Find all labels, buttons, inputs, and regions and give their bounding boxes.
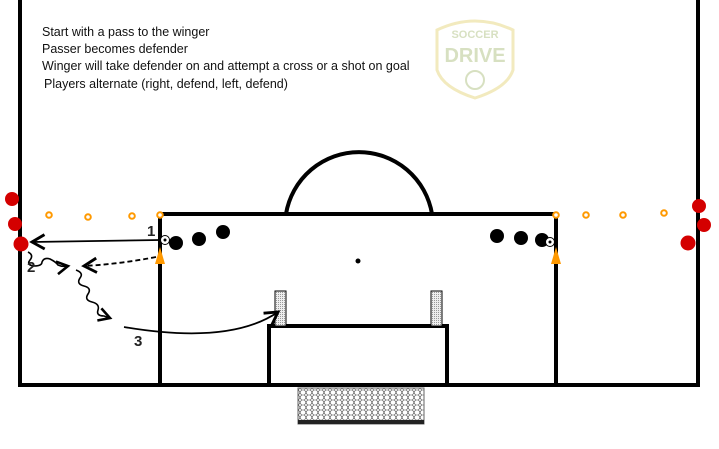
- goal-area: [267, 324, 449, 386]
- goal-net: [297, 387, 425, 425]
- right-post: [430, 290, 443, 327]
- instruction-line-1: Start with a pass to the winger: [42, 25, 210, 39]
- logo-text-soccer: SOCCER: [451, 29, 498, 41]
- step-2-label: 2: [27, 259, 35, 276]
- logo-text-drive: DRIVE: [444, 45, 505, 67]
- step-1-label: 1: [147, 223, 155, 240]
- left-post: [274, 290, 287, 327]
- passers: [169, 225, 549, 250]
- dribble-arrow-1: [27, 251, 71, 276]
- instruction-line-3: Winger will take defender on and attempt…: [42, 59, 410, 73]
- defender-run-arrow: [81, 256, 157, 274]
- ball-icon: [545, 237, 555, 247]
- field-lines: [18, 0, 700, 387]
- pass-arrow: [29, 233, 161, 251]
- soccer-drive-logo: SOCCER DRIVE: [435, 19, 515, 100]
- instruction-line-2: Passer becomes defender: [42, 42, 188, 56]
- instruction-line-4: Players alternate (right, defend, left, …: [44, 77, 288, 91]
- ball-icon: [160, 235, 170, 245]
- cone-icon: [155, 247, 165, 264]
- marker-discs: [45, 209, 668, 221]
- dribble-arrow-2: [75, 269, 113, 322]
- penalty-spot: [355, 258, 361, 264]
- shot-arrow: [123, 310, 281, 335]
- wingers: [5, 192, 711, 252]
- goal-net-base: [298, 420, 424, 424]
- cone-icon: [551, 247, 561, 264]
- penalty-box: [158, 212, 558, 386]
- step-3-label: 3: [134, 333, 142, 350]
- penalty-arc: [284, 150, 434, 215]
